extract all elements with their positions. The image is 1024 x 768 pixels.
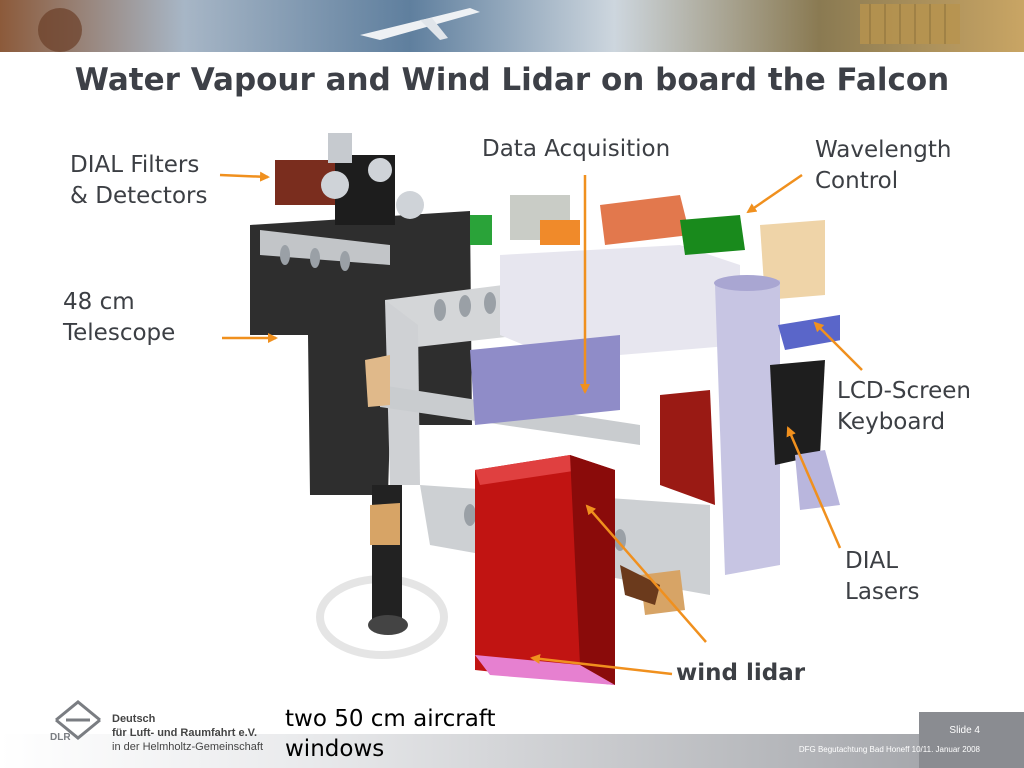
svg-text:DLR: DLR (50, 732, 71, 742)
label-dial-lasers-line1: DIAL (845, 548, 899, 574)
organization-line1: Deutsch (112, 713, 156, 725)
dlr-logo-icon: DLR (50, 700, 101, 742)
label-wavelength-control-line1: Wavelength (815, 137, 952, 163)
label-dial-lasers: DIAL Lasers (845, 546, 919, 608)
label-data-acquisition: Data Acquisition (482, 136, 671, 162)
label-dial-lasers-line2: Lasers (845, 579, 920, 605)
label-dial-filters-line1: DIAL Filters (70, 152, 200, 178)
footer-bar (0, 734, 1024, 768)
slide-number-box (919, 712, 1024, 768)
header-banner (0, 0, 1024, 52)
label-telescope: 48 cm Telescope (63, 287, 175, 349)
organization-line3: in der Helmholtz-Gemeinschaft (112, 741, 264, 753)
slide-number: Slide 4 (949, 725, 980, 736)
organization-name: Deutsch für Luft- und Raumfahrt e.V. in … (112, 712, 263, 754)
label-telescope-line2: Telescope (63, 320, 176, 346)
caption-aircraft-windows: two 50 cm aircraft windows (285, 704, 496, 764)
organization-line2: für Luft- und Raumfahrt e.V. (112, 727, 258, 739)
caption-line2: windows (285, 736, 385, 762)
label-dial-filters: DIAL Filters & Detectors (70, 150, 207, 212)
label-dial-filters-line2: & Detectors (70, 183, 208, 209)
label-wavelength-control: Wavelength Control (815, 135, 951, 197)
label-wavelength-control-line2: Control (815, 168, 899, 194)
label-lcd-screen-line2: Keyboard (837, 409, 946, 435)
footer-note: DFG Begutachtung Bad Honeff 10/11. Janua… (798, 745, 980, 754)
lidar-instrument-illustration (250, 133, 840, 685)
label-wind-lidar: wind lidar (676, 660, 806, 686)
caption-line1: two 50 cm aircraft (285, 706, 496, 732)
page-title: Water Vapour and Wind Lidar on board the… (74, 62, 950, 98)
label-telescope-line1: 48 cm (63, 289, 135, 315)
label-lcd-screen-line1: LCD-Screen (837, 378, 971, 404)
banner-image (0, 0, 1024, 52)
label-lcd-screen: LCD-Screen Keyboard (837, 376, 971, 438)
